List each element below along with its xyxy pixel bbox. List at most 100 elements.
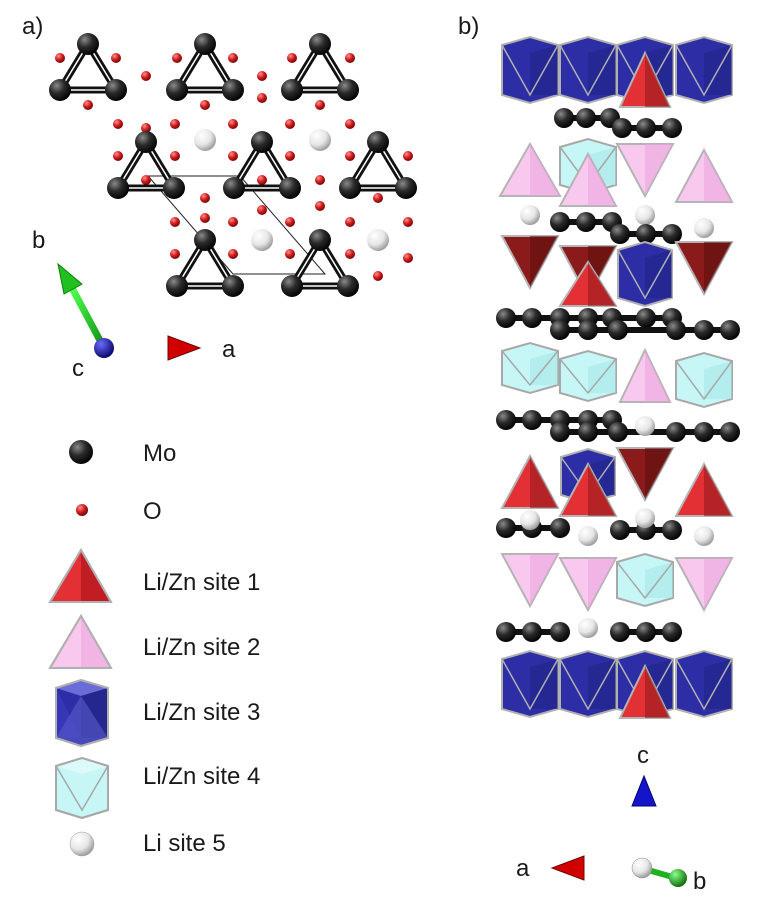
o-atom: [373, 271, 383, 281]
mo-atom: [105, 79, 127, 101]
tetrahedron: [674, 461, 734, 517]
mo-atom: [666, 422, 686, 442]
o-atom: [113, 119, 123, 129]
mo-atom: [496, 622, 516, 642]
octa-edge: [616, 561, 674, 600]
o-atom: [170, 151, 180, 161]
mo-atom: [666, 320, 686, 340]
octahedron: [617, 240, 673, 308]
mo-chain: [610, 622, 682, 642]
tetrahedron: [500, 453, 560, 509]
mo3-triangle: [107, 131, 185, 199]
o-atom: [285, 249, 295, 259]
b-axis-arrowhead-b: [669, 869, 687, 887]
mo-atom: [222, 275, 244, 297]
o-atom: [141, 71, 151, 81]
mo-atom: [550, 320, 570, 340]
mo-atom: [223, 177, 245, 199]
tetra-face: [588, 154, 616, 206]
li-atom: [251, 229, 273, 251]
mo-atom: [222, 79, 244, 101]
mo-chain: [610, 224, 682, 244]
panel-a-structure: [49, 33, 417, 297]
mo-atom: [522, 622, 542, 642]
o-atom: [403, 217, 413, 227]
li-atom: [635, 508, 655, 528]
o-sphere-icon: [76, 504, 88, 516]
mo-atom: [636, 308, 656, 328]
mo3-triangle: [166, 33, 244, 101]
li-atom: [635, 416, 655, 436]
mo-atom: [576, 212, 596, 232]
mo-atom: [77, 33, 99, 55]
mo-atom: [309, 33, 331, 55]
octa-edge: [559, 658, 617, 711]
mo-chain: [496, 622, 570, 642]
octa-edge: [617, 249, 673, 300]
mo-sphere-icon: [69, 440, 93, 464]
tetra-face: [530, 554, 558, 606]
o-atom: [228, 249, 238, 259]
octa-edge: [675, 44, 733, 97]
origin-dot: [631, 857, 653, 879]
mo-atom: [694, 422, 714, 442]
octahedron: [501, 341, 559, 395]
o-atom: [315, 201, 325, 211]
mo-atom: [610, 520, 630, 540]
o-atom: [200, 193, 210, 203]
li-atom: [578, 618, 598, 638]
mo-atom: [166, 79, 188, 101]
b-axis-label: b: [32, 227, 45, 254]
mo-atom: [694, 320, 714, 340]
c-axis-dot: [94, 338, 114, 358]
octahedron: [501, 35, 559, 105]
tetrahedron: [674, 147, 734, 203]
tetrahedron: [618, 347, 672, 403]
o-atom: [285, 217, 295, 227]
octa-edge: [675, 360, 733, 401]
o-atom: [287, 53, 297, 63]
mo-atom: [550, 518, 570, 538]
li-atom: [578, 526, 598, 546]
octa-edge: [501, 658, 559, 711]
mo-atom: [550, 422, 570, 442]
tetra-face: [645, 666, 670, 718]
mo-atom: [496, 518, 516, 538]
o-atom: [403, 253, 413, 263]
mo-chain: [550, 320, 740, 340]
mo-atom: [337, 79, 359, 101]
octa-edge: [559, 358, 617, 395]
o-atom: [141, 123, 151, 133]
cyan-octahedron-icon: [55, 756, 109, 820]
li-atom: [635, 205, 655, 225]
mo-atom: [662, 520, 682, 540]
a-axis-arrowhead: [167, 335, 202, 361]
octa-edge: [675, 658, 733, 711]
mo3-triangle: [49, 33, 127, 101]
mo-atom: [636, 118, 656, 138]
legend-site2-label: Li/Zn site 2: [143, 634, 260, 661]
mo-atom: [662, 118, 682, 138]
tetra-face: [588, 464, 616, 516]
mo-atom: [281, 275, 303, 297]
mo-chain: [550, 212, 622, 232]
o-atom: [113, 151, 123, 161]
mo-atom: [662, 224, 682, 244]
li-atom: [367, 229, 389, 251]
tetrahedron: [674, 241, 734, 297]
octahedron: [559, 349, 617, 403]
o-atom: [345, 151, 355, 161]
mo-atom: [610, 224, 630, 244]
octahedron: [616, 552, 674, 608]
a-axis-label-b: a: [516, 855, 530, 882]
o-atom: [345, 217, 355, 227]
mo-atom: [194, 229, 216, 251]
tetra-face: [704, 558, 732, 610]
o-atom: [257, 205, 267, 215]
c-axis-label: c: [72, 355, 84, 382]
mo-atom: [608, 422, 628, 442]
mo-atom: [554, 108, 574, 128]
panel-b-structure: [496, 35, 740, 719]
o-atom: [83, 100, 93, 110]
tetrahedron: [558, 461, 618, 517]
